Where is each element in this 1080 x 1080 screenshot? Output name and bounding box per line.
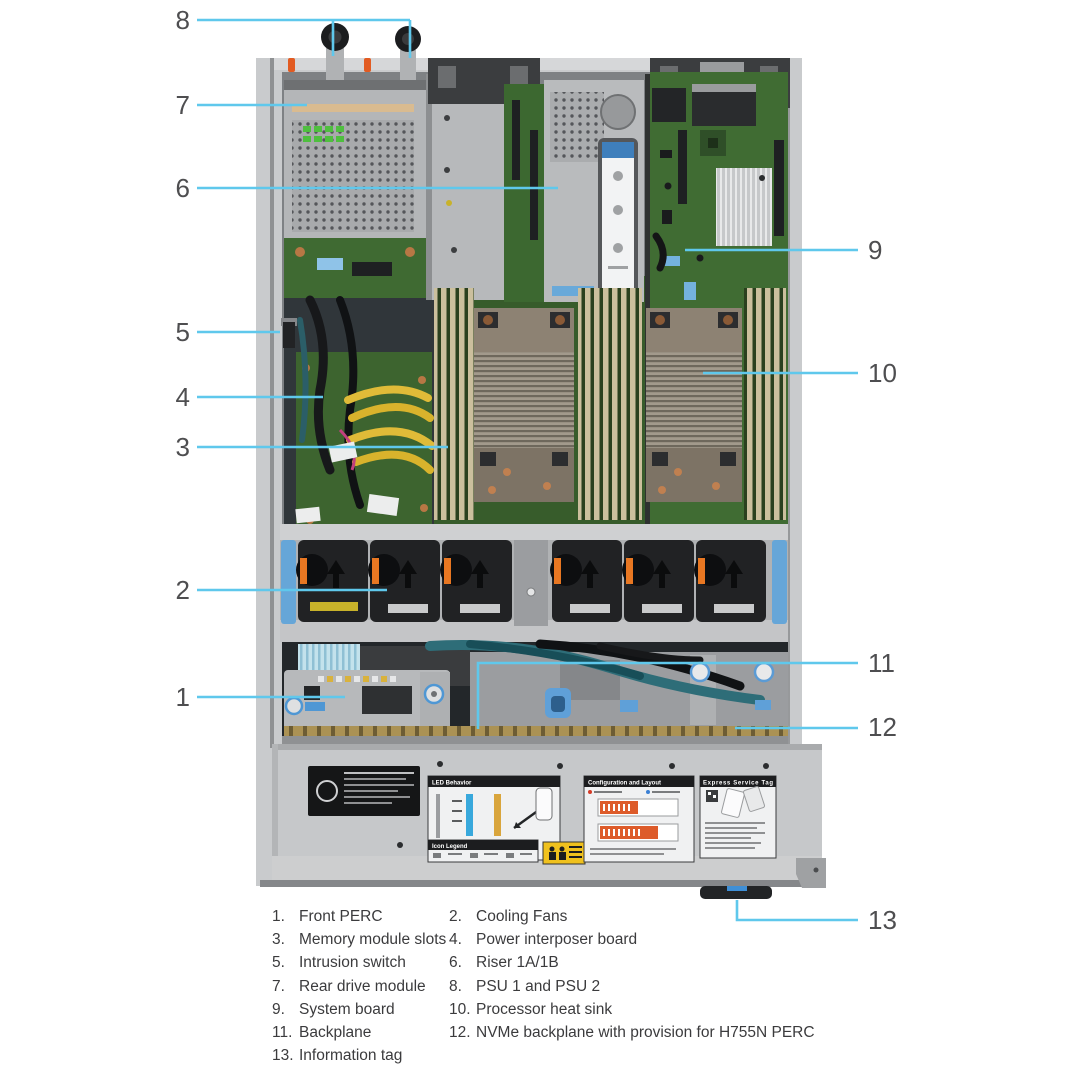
legend-item-11: 11. Backplane <box>272 1024 449 1042</box>
legend-item-number: 9. <box>272 1000 285 1018</box>
legend-item-number: 10. <box>449 1000 471 1018</box>
fan-module <box>694 540 766 622</box>
legend-item-1: 1. Front PERC <box>272 908 449 926</box>
legend-item-label: Processor heat sink <box>476 1000 613 1018</box>
legend-row: 7. Rear drive module 8. PSU 1 and PSU 2 <box>272 978 872 1001</box>
processor-heatsink-1 <box>474 308 574 502</box>
legend-item-10: 10. Processor heat sink <box>449 1001 872 1019</box>
legend-item-label: Power interposer board <box>476 931 638 949</box>
legend: 1. Front PERC 2. Cooling Fans 3. Memory mod… <box>272 908 872 1070</box>
configuration-layout-label: Configuration and Layout <box>583 775 695 863</box>
legend-item-12: 12. NVMe backplane with provision for H75… <box>449 1024 872 1042</box>
express-service-tag-label: Express Service Tag <box>699 775 777 859</box>
icon-legend-label: Icon Legend <box>427 839 539 863</box>
legend-item-number: 11. <box>272 1023 293 1041</box>
legend-item-label: Riser 1A/1B <box>476 954 559 972</box>
legend-row: 11. Backplane 12. NVMe backplane with prov… <box>272 1024 872 1047</box>
legend-item-label: Memory module slots <box>299 931 447 949</box>
memory-slots-right <box>744 288 786 520</box>
legend-item-label: NVMe backplane with provision for H755N … <box>476 1023 815 1041</box>
callout-number-9: 9 <box>868 235 883 265</box>
callout-number-13: 13 <box>868 905 897 935</box>
legend-item-6: 6. Riser 1A/1B <box>449 954 872 972</box>
callout-lines <box>197 18 858 922</box>
regulatory-label <box>308 766 420 816</box>
callout-number-6: 6 <box>175 173 190 203</box>
rear-pcb <box>284 238 426 298</box>
fan-module <box>296 540 368 622</box>
legend-row: 9. System board 10. Processor heat sink <box>272 1001 872 1024</box>
callout-number-11: 11 <box>868 648 895 678</box>
psu-thumbscrews <box>288 23 473 82</box>
legend-row: 1. Front PERC 2. Cooling Fans <box>272 908 872 931</box>
legend-item-7: 7. Rear drive module <box>272 978 449 996</box>
caution-label <box>542 841 586 865</box>
fan-modules <box>296 540 766 622</box>
legend-item-number: 12. <box>449 1023 471 1041</box>
legend-item-label: Information tag <box>299 1047 403 1065</box>
express-service-tag-title: Express Service Tag <box>703 781 773 787</box>
fan-module <box>368 540 440 622</box>
led-behavior-title: LED Behavior <box>432 781 472 787</box>
callout-line-11 <box>476 661 858 729</box>
legend-item-13: 13. Information tag <box>272 1047 449 1065</box>
legend-item-number: 13. <box>272 1047 294 1065</box>
callout-line-8 <box>197 18 412 58</box>
rear-drive-module <box>284 80 426 238</box>
legend-item-8: 8. PSU 1 and PSU 2 <box>449 978 872 996</box>
riser-module <box>504 74 650 524</box>
legend-item-label: System board <box>299 1000 395 1018</box>
legend-item-number: 5. <box>272 954 285 972</box>
legend-row: 5. Intrusion switch 6. Riser 1A/1B <box>272 954 872 977</box>
callout-number-2: 2 <box>175 575 190 605</box>
legend-item-2: 2. Cooling Fans <box>449 908 872 926</box>
legend-item-4: 4. Power interposer board <box>449 931 872 949</box>
legend-item-number: 4. <box>449 931 462 949</box>
processor-heatsink-2 <box>646 308 742 502</box>
memory-slots-middle <box>578 288 642 520</box>
legend-row: 3. Memory module slots 4. Power interposer… <box>272 931 872 954</box>
callout-number-1: 1 <box>175 682 190 712</box>
fan-module <box>550 540 622 622</box>
legend-item-number: 8. <box>449 977 462 995</box>
legend-item-number: 3. <box>272 931 285 949</box>
backplane-edge-connector <box>282 726 788 744</box>
legend-item-3: 3. Memory module slots <box>272 931 449 949</box>
power-interposer-area <box>284 295 436 540</box>
icon-legend-title: Icon Legend <box>432 844 468 850</box>
intrusion-switch <box>281 318 297 348</box>
callout-number-12: 12 <box>868 712 897 742</box>
callout-number-4: 4 <box>175 382 190 412</box>
information-tag <box>700 886 772 899</box>
memory-slots-left <box>434 288 474 520</box>
callout-number-8: 8 <box>175 5 190 35</box>
legend-row: 13. Information tag <box>272 1047 872 1070</box>
legend-item-label: Intrusion switch <box>299 954 406 972</box>
legend-item-9: 9. System board <box>272 1001 449 1019</box>
callout-number-7: 7 <box>175 90 190 120</box>
configuration-layout-title: Configuration and Layout <box>588 781 661 787</box>
legend-item-label: Rear drive module <box>299 977 426 995</box>
callout-number-10: 10 <box>868 358 897 388</box>
front-perc <box>284 670 450 740</box>
legend-item-label: Cooling Fans <box>476 908 568 925</box>
legend-item-label: PSU 1 and PSU 2 <box>476 977 601 995</box>
callout-number-3: 3 <box>175 432 190 462</box>
legend-item-number: 1. <box>272 908 285 925</box>
legend-item-5: 5. Intrusion switch <box>272 954 449 972</box>
callout-number-5: 5 <box>175 317 190 347</box>
fan-module <box>440 540 512 622</box>
legend-item-number: 7. <box>272 977 285 995</box>
callout-line-13 <box>735 900 858 922</box>
legend-item-number: 2. <box>449 908 462 925</box>
legend-item-label: Front PERC <box>299 908 383 925</box>
legend-item-number: 6. <box>449 954 462 972</box>
legend-item-label: Backplane <box>299 1023 372 1041</box>
fan-module <box>622 540 694 622</box>
